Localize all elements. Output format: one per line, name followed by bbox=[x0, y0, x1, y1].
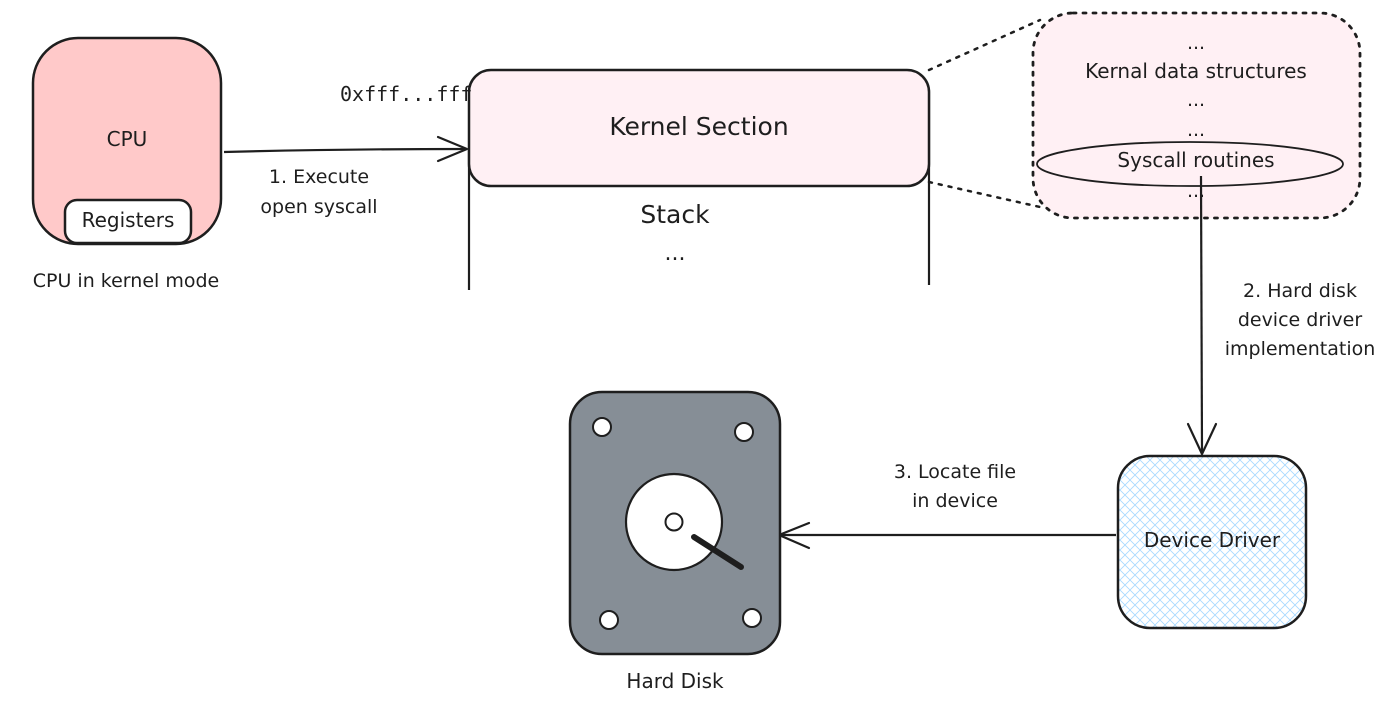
arrow-execute-syscall-head bbox=[436, 135, 469, 163]
arrow-driver-implementation bbox=[1199, 175, 1204, 453]
hard-disk-screw-bottom-right bbox=[742, 608, 762, 628]
hard-disk-screw-bottom-left bbox=[599, 610, 619, 630]
hard-disk-spindle bbox=[664, 512, 684, 532]
stack-label: Stack bbox=[640, 200, 710, 229]
cpu-title: CPU bbox=[106, 127, 148, 151]
device-driver-label: Device Driver bbox=[1143, 528, 1281, 552]
cpu-caption: CPU in kernel mode bbox=[32, 270, 220, 292]
zoom-line-top bbox=[927, 18, 1042, 72]
kernel-detail-line-3: ... bbox=[1186, 89, 1206, 111]
arrow-execute-syscall bbox=[223, 147, 467, 154]
step1-label-line1: 1. Execute bbox=[268, 166, 370, 188]
device-driver-box bbox=[1116, 454, 1308, 630]
step3-label-line2: in device bbox=[912, 490, 998, 512]
arrow-driver-implementation-head bbox=[1186, 422, 1218, 456]
registers-box bbox=[63, 198, 193, 245]
step2-label-line3: implementation bbox=[1224, 338, 1376, 360]
registers-label: Registers bbox=[81, 208, 175, 232]
step1-label-line2: open syscall bbox=[260, 196, 378, 218]
syscall-routines-ellipse bbox=[1036, 141, 1344, 187]
hard-disk-label: Hard Disk bbox=[626, 669, 724, 693]
hard-disk-screw-top-right bbox=[734, 422, 754, 442]
kernel-section-label: Kernel Section bbox=[609, 112, 789, 141]
hard-disk-screw-top-left bbox=[592, 417, 612, 437]
step3-label-line1: 3. Locate file bbox=[893, 461, 1017, 483]
kernel-section-box bbox=[467, 68, 931, 188]
zoom-line-bottom bbox=[927, 180, 1042, 209]
kernel-detail-line-5: ... bbox=[1186, 180, 1206, 202]
kernel-detail-line-4: ... bbox=[1186, 119, 1206, 141]
stack-ellipsis: ... bbox=[664, 241, 686, 266]
step2-label-line1: 2. Hard disk bbox=[1243, 280, 1357, 302]
hard-disk-actuator-arm bbox=[691, 534, 744, 570]
kernel-detail-box bbox=[1031, 11, 1362, 220]
memory-address-label: 0xfff...fff bbox=[340, 82, 473, 106]
kernel-detail-line-1: ... bbox=[1186, 32, 1206, 54]
syscall-routines-label: Syscall routines bbox=[1117, 148, 1275, 172]
kernel-data-structures: Kernal data structures bbox=[1085, 59, 1307, 83]
step2-label-line2: device driver bbox=[1237, 309, 1363, 331]
